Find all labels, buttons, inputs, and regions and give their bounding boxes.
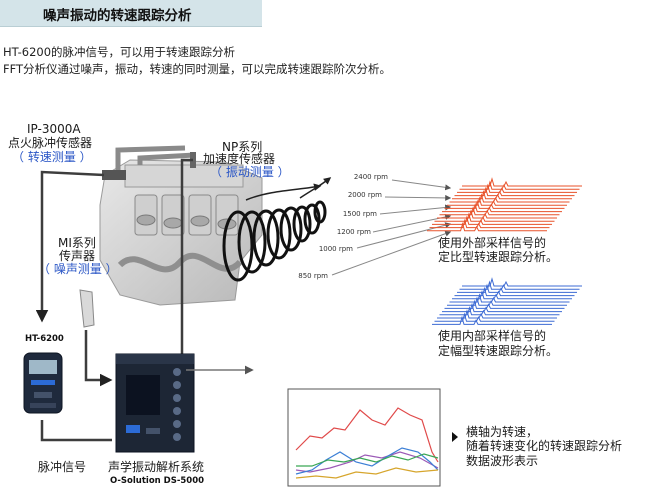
tachometer-model: HT-6200 bbox=[25, 334, 64, 344]
external-analysis-line-2: 定比型转速跟踪分析。 bbox=[438, 250, 559, 264]
ip-purpose-label: （ 转速测量 ） bbox=[12, 150, 92, 164]
mi-purpose-label: （ 噪声测量 ） bbox=[38, 262, 118, 276]
tracking-plot bbox=[287, 388, 441, 487]
intro-line-2: FFT分析仪通过噪声，振动，转速的同时测量，可以完成转速跟踪阶次分析。 bbox=[3, 62, 392, 76]
np-purpose-label: （ 振动测量 ） bbox=[210, 165, 290, 179]
external-analysis-line-1: 使用外部采样信号的 bbox=[438, 236, 547, 250]
rpm-label: 2400 rpm bbox=[353, 173, 388, 181]
plot-note-line-1: 横轴为转速， bbox=[466, 425, 539, 439]
vibration-spiral bbox=[222, 200, 327, 282]
plot-note-line-3: 数据波形表示 bbox=[466, 454, 539, 468]
tachometer-caption: 脉冲信号 bbox=[38, 460, 87, 474]
waterfall-trace bbox=[432, 315, 552, 325]
internal-sampling-waterfall bbox=[432, 277, 582, 325]
analyzer-device bbox=[115, 353, 195, 453]
title-bar: 噪声振动的转速跟踪分析 bbox=[0, 0, 262, 27]
rpm-label: 2000 rpm bbox=[347, 191, 382, 199]
ip-model-label: IP-3000A bbox=[27, 122, 81, 136]
rpm-label: 1200 rpm bbox=[336, 228, 371, 236]
tachometer-device bbox=[23, 352, 63, 414]
mi-name-label: 传声器 bbox=[59, 249, 96, 263]
internal-analysis-line-1: 使用内部采样信号的 bbox=[438, 329, 547, 343]
rpm-label: 850 rpm bbox=[298, 272, 328, 280]
plot-note-line-2: 随着转速变化的转速跟踪分析 bbox=[466, 439, 623, 453]
rpm-label: 1000 rpm bbox=[318, 245, 353, 253]
rpm-label: 1500 rpm bbox=[342, 210, 377, 218]
mi-model-label: MI系列 bbox=[58, 236, 96, 250]
external-sampling-waterfall bbox=[427, 177, 582, 232]
ip-sensor bbox=[102, 170, 126, 180]
ip-name-label: 点火脉冲传感器 bbox=[8, 136, 93, 150]
page-title: 噪声振动的转速跟踪分析 bbox=[43, 8, 192, 24]
analyzer-caption: 声学振动解析系统 bbox=[108, 460, 205, 474]
waterfall-trace bbox=[462, 177, 582, 187]
waterfall-trace bbox=[427, 221, 547, 232]
np-name-label: 加速度传感器 bbox=[203, 152, 276, 166]
mi-microphone bbox=[79, 289, 95, 328]
np-model-label: NP系列 bbox=[222, 140, 263, 154]
intro-line-1: HT-6200的脉冲信号，可以用于转速跟踪分析 bbox=[3, 45, 236, 59]
waterfall-trace bbox=[462, 277, 582, 287]
analyzer-model: O-Solution DS-5000 bbox=[110, 476, 205, 486]
internal-analysis-line-2: 定幅型转速跟踪分析。 bbox=[438, 344, 559, 358]
